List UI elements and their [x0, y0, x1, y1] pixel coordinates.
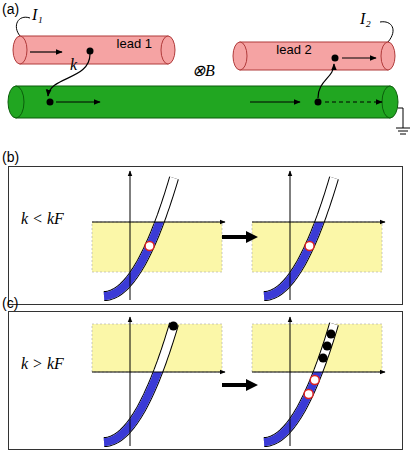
- electron: [319, 354, 328, 363]
- band-empty: [104, 324, 174, 442]
- band-plot: [252, 317, 385, 446]
- band-outline: [264, 324, 334, 442]
- current-label: I₁: [32, 6, 43, 24]
- band-filled: [264, 372, 334, 442]
- energy-axis: [130, 171, 131, 300]
- panel-box: k < kF: [8, 166, 403, 305]
- band-plot: [92, 171, 225, 300]
- band-filled: [104, 372, 174, 442]
- band-empty: [264, 324, 334, 442]
- band-filled: [104, 222, 174, 296]
- panel-letter: (c): [2, 296, 18, 311]
- lead-cylinder: [13, 36, 175, 64]
- current-label: I₂: [360, 10, 371, 28]
- transition-arrow: [222, 379, 258, 391]
- electron-path: [30, 52, 382, 102]
- condition-label: k > kF: [21, 355, 64, 373]
- band-plot: [252, 171, 385, 300]
- energy-axis: [290, 171, 291, 300]
- band-outline: [104, 324, 174, 442]
- k-axis: [252, 372, 385, 373]
- field-label: ⊗B: [192, 62, 215, 80]
- hole: [145, 242, 154, 251]
- lead-label: lead 2: [276, 43, 311, 57]
- wire: [16, 17, 30, 36]
- wire: [380, 22, 393, 42]
- band-outline: [264, 178, 334, 296]
- band-empty: [104, 178, 174, 296]
- hole: [310, 376, 319, 385]
- band-plot: [92, 317, 225, 446]
- electron: [326, 330, 335, 339]
- k-axis: [252, 222, 385, 223]
- panel-box: k > kF: [8, 311, 403, 450]
- lead-cylinder: lead 1: [20, 36, 168, 64]
- lead-cylinder: lead 2: [240, 42, 388, 70]
- lead-cylinder: [233, 42, 395, 70]
- edge-channel: [8, 86, 398, 118]
- electron: [323, 342, 332, 351]
- condition-label: k < kF: [21, 210, 64, 228]
- momentum-label: k: [70, 56, 77, 74]
- band-filled: [264, 222, 334, 296]
- panel-letter: (a): [2, 2, 19, 17]
- transition-arrow: [222, 231, 258, 243]
- electron: [169, 322, 178, 331]
- ground-symbol: [396, 108, 410, 134]
- lead-label: lead 1: [117, 37, 152, 51]
- panel-letter: (b): [2, 150, 19, 165]
- energy-axis: [130, 317, 131, 446]
- k-axis: [92, 372, 225, 373]
- band-empty: [264, 178, 334, 296]
- band-outline: [104, 178, 174, 296]
- hole: [305, 242, 314, 251]
- hole: [304, 390, 313, 399]
- energy-axis: [290, 317, 291, 446]
- k-axis: [92, 222, 225, 223]
